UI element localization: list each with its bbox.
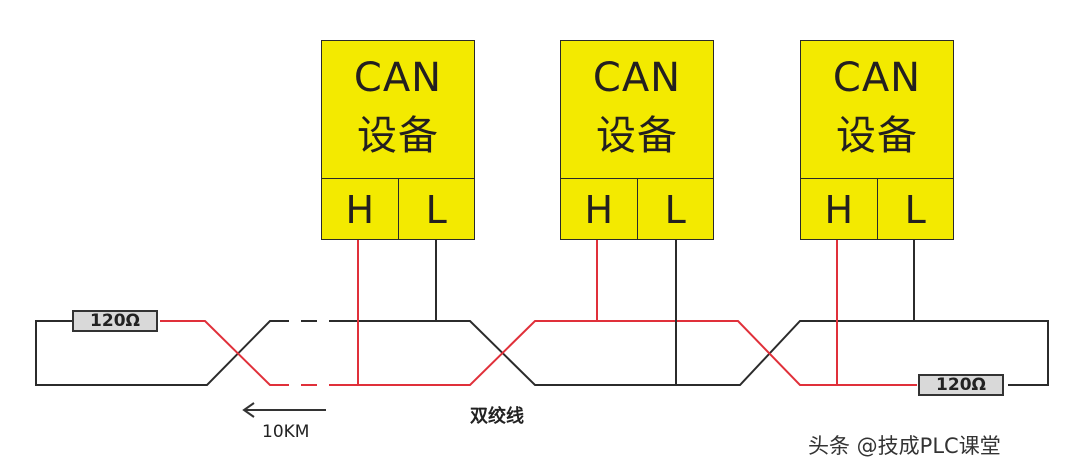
canh-wire-segment-1: [330, 320, 595, 386]
termination-resistor-right: 120Ω: [918, 374, 1004, 396]
pin-h: H: [322, 179, 399, 240]
canl-wire-segment-1: [330, 320, 595, 386]
termination-resistor-left: 120Ω: [72, 310, 158, 332]
canh-wire-left: [160, 320, 273, 386]
canh-wire-segment-2: [595, 320, 917, 386]
pin-l: L: [425, 187, 447, 232]
can-device-1: CAN 设备 H L: [321, 40, 475, 240]
canl-wire-segment-2: [595, 320, 1049, 386]
distance-label: 10KM: [262, 422, 310, 442]
device-title-can: CAN: [592, 55, 682, 101]
device-title-device: 设备: [357, 113, 439, 159]
can-device-2: CAN 设备 H L: [560, 40, 714, 240]
pin-h: H: [801, 179, 878, 240]
device-title-device: 设备: [596, 113, 678, 159]
device-title-can: CAN: [353, 55, 443, 101]
can-device-3: CAN 设备 H L: [800, 40, 954, 240]
pin-l: L: [664, 187, 686, 232]
pin-row: H L: [801, 178, 953, 240]
pin-row: H L: [561, 178, 713, 240]
pin-row: H L: [322, 178, 474, 240]
pin-l: L: [904, 187, 926, 232]
left-end-loop-wire: [35, 320, 273, 386]
device-title-can: CAN: [832, 55, 922, 101]
watermark-text: 头条 @技成PLC课堂: [808, 434, 1001, 458]
device-title-device: 设备: [836, 113, 918, 159]
distance-arrow-icon: [242, 402, 255, 418]
pin-h: H: [561, 179, 638, 240]
twisted-pair-label: 双绞线: [470, 406, 524, 427]
